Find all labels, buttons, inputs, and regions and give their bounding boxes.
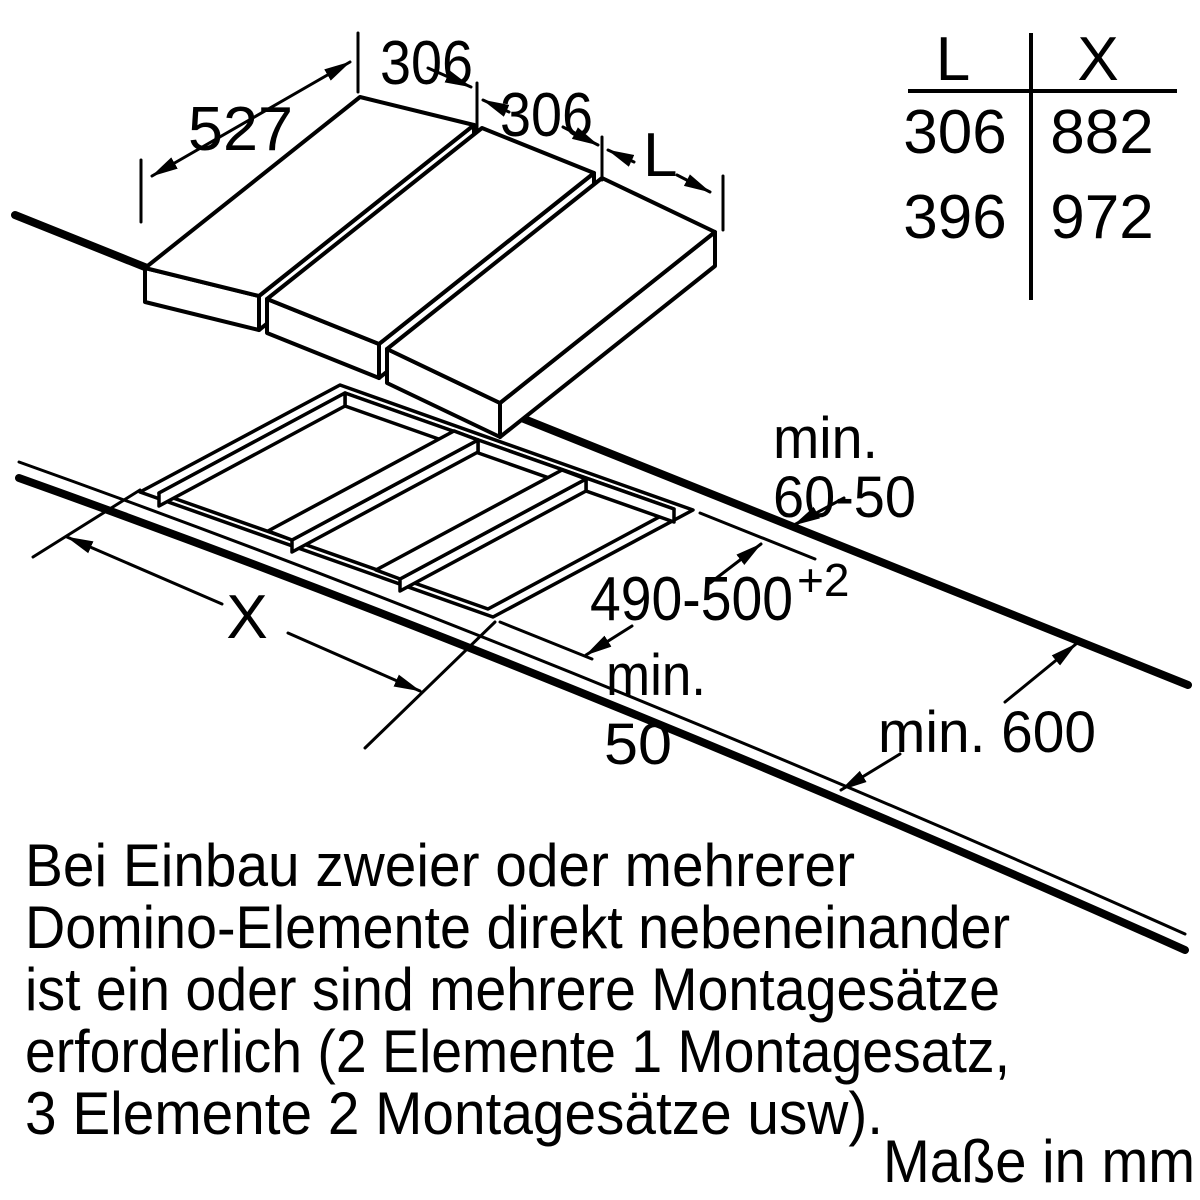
dimension-width-306-b: 306 bbox=[481, 81, 604, 182]
dimension-width-l: L bbox=[606, 121, 725, 232]
dim-arrow bbox=[426, 66, 473, 89]
table-header-x: X bbox=[1077, 25, 1118, 94]
worktop-depth-label: min. 600 bbox=[878, 700, 1096, 765]
mounting-rail-1 bbox=[266, 429, 480, 554]
dim-extension-line bbox=[498, 620, 594, 661]
worktop-front-outer-edge-line bbox=[15, 474, 1189, 954]
units-label: Maße in mm bbox=[883, 1128, 1195, 1195]
note-line-4: erforderlich (2 Elemente 1 Montagesatz, bbox=[25, 1018, 1010, 1085]
dim-arrow-down bbox=[584, 624, 634, 657]
table-cell-x-1: 972 bbox=[1050, 183, 1153, 252]
worktop-front-top-edge-line bbox=[17, 460, 1187, 936]
dim-label-527: 527 bbox=[188, 95, 293, 164]
note-line-3: ist ein oder sind mehrere Montagesätze bbox=[25, 956, 1000, 1023]
dim-arrow bbox=[606, 148, 636, 167]
dimension-clearance-back: min. 60-50 bbox=[773, 406, 916, 530]
dim-arrow-down bbox=[839, 752, 902, 792]
dimension-clearance-front: min. 50 bbox=[604, 643, 706, 777]
dim-label-x: X bbox=[226, 583, 267, 652]
hob-panel-1-top-face bbox=[143, 95, 476, 298]
table-cell-l-1: 396 bbox=[903, 183, 1006, 252]
hob-panel-3 bbox=[385, 176, 717, 439]
dim-label-tolerance: +2 bbox=[797, 554, 849, 606]
dim-arrow bbox=[561, 125, 600, 147]
mounting-rail-2-top-face bbox=[374, 468, 588, 581]
dim-label-l: L bbox=[643, 121, 677, 190]
dim-arrow bbox=[792, 496, 846, 527]
mounting-rail-1-top-face bbox=[266, 429, 480, 542]
dimension-width-306-a: 306 bbox=[356, 29, 479, 132]
dim-label-306-a: 306 bbox=[380, 29, 473, 98]
dim-arrow bbox=[675, 173, 712, 194]
dim-line-527 bbox=[150, 60, 352, 178]
clearance-front-label-1: min. bbox=[606, 643, 706, 708]
dimension-cutout-depth: 490-500 +2 bbox=[498, 511, 849, 661]
dim-arrow-up bbox=[1003, 642, 1078, 704]
dim-label-490-500: 490-500 bbox=[590, 565, 793, 634]
hob-panel-2-top-face bbox=[265, 126, 596, 346]
dim-arrow bbox=[481, 98, 511, 117]
dimension-worktop-depth: min. 600 bbox=[839, 642, 1096, 792]
clearance-back-label-1: min. bbox=[773, 406, 878, 471]
clearance-front-label-2: 50 bbox=[604, 712, 672, 777]
table-cell-x-0: 882 bbox=[1050, 98, 1153, 167]
dim-label-306-b: 306 bbox=[500, 81, 593, 150]
dim-line-x-right bbox=[286, 631, 422, 693]
reference-table: L X 306 882 396 972 bbox=[903, 25, 1177, 300]
dim-extension-line bbox=[698, 511, 817, 561]
table-cell-l-0: 306 bbox=[903, 98, 1006, 167]
clearance-back-label-2: 60-50 bbox=[773, 465, 916, 530]
note-line-2: Domino-Elemente direkt nebeneinander bbox=[25, 894, 1010, 961]
dim-line-x-left bbox=[65, 535, 224, 606]
cutout-view: X 490-500 +2 min. 60-50 min. 50 min. 600 bbox=[15, 383, 1189, 954]
dim-extension-line bbox=[363, 620, 497, 750]
dim-arrow-up bbox=[708, 542, 763, 585]
note-line-5: 3 Elemente 2 Montagesätze usw). bbox=[25, 1080, 883, 1147]
hob-panel-3-top-face bbox=[385, 176, 717, 405]
dimension-depth-527: 527 bbox=[139, 60, 352, 224]
installation-note: Bei Einbau zweier oder mehrerer Domino-E… bbox=[25, 832, 1010, 1147]
cutout-back-left-wall bbox=[157, 391, 347, 508]
note-line-1: Bei Einbau zweier oder mehrerer bbox=[25, 832, 855, 899]
mounting-rail-2 bbox=[374, 468, 588, 593]
table-header-l: L bbox=[936, 25, 970, 94]
dim-extension-line bbox=[31, 488, 142, 559]
dimension-cutout-width-x: X bbox=[31, 488, 497, 750]
top-view: 527 306 306 L bbox=[11, 29, 1192, 689]
